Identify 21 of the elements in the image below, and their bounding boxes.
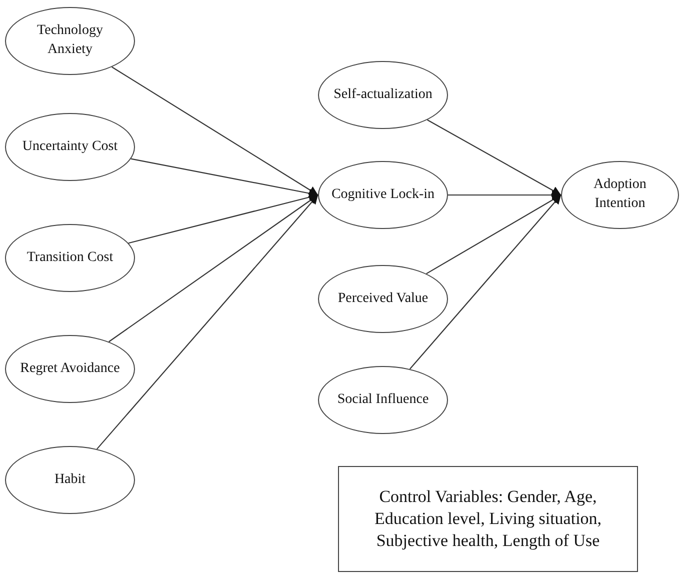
- node-label: Regret Avoidance: [20, 360, 120, 378]
- node-label: Social Influence: [337, 390, 429, 409]
- arrow: [426, 194, 562, 274]
- node-label: Self-actualization: [334, 86, 432, 104]
- arrow: [409, 194, 562, 370]
- arrow: [448, 190, 561, 200]
- arrow: [128, 192, 318, 244]
- arrow: [427, 119, 562, 196]
- node-label: Adoption Intention: [592, 176, 648, 213]
- node-label: Uncertainty Cost: [22, 138, 118, 156]
- node-label: Transition Cost: [26, 248, 114, 267]
- note-box: [338, 466, 638, 572]
- node-label: Cognitive Lock-in: [331, 186, 435, 204]
- node-label: Control Variables: Gender, Age, Education level, Living situation, Subjective health, Length of Use: [373, 486, 603, 552]
- arrow: [112, 66, 318, 196]
- arrow: [130, 158, 318, 198]
- node-label: Habit: [54, 470, 86, 489]
- arrow: [108, 194, 318, 342]
- node-label: Technology Anxiety: [36, 22, 104, 59]
- node-label: Perceived Value: [338, 290, 428, 308]
- arrow: [96, 194, 318, 450]
